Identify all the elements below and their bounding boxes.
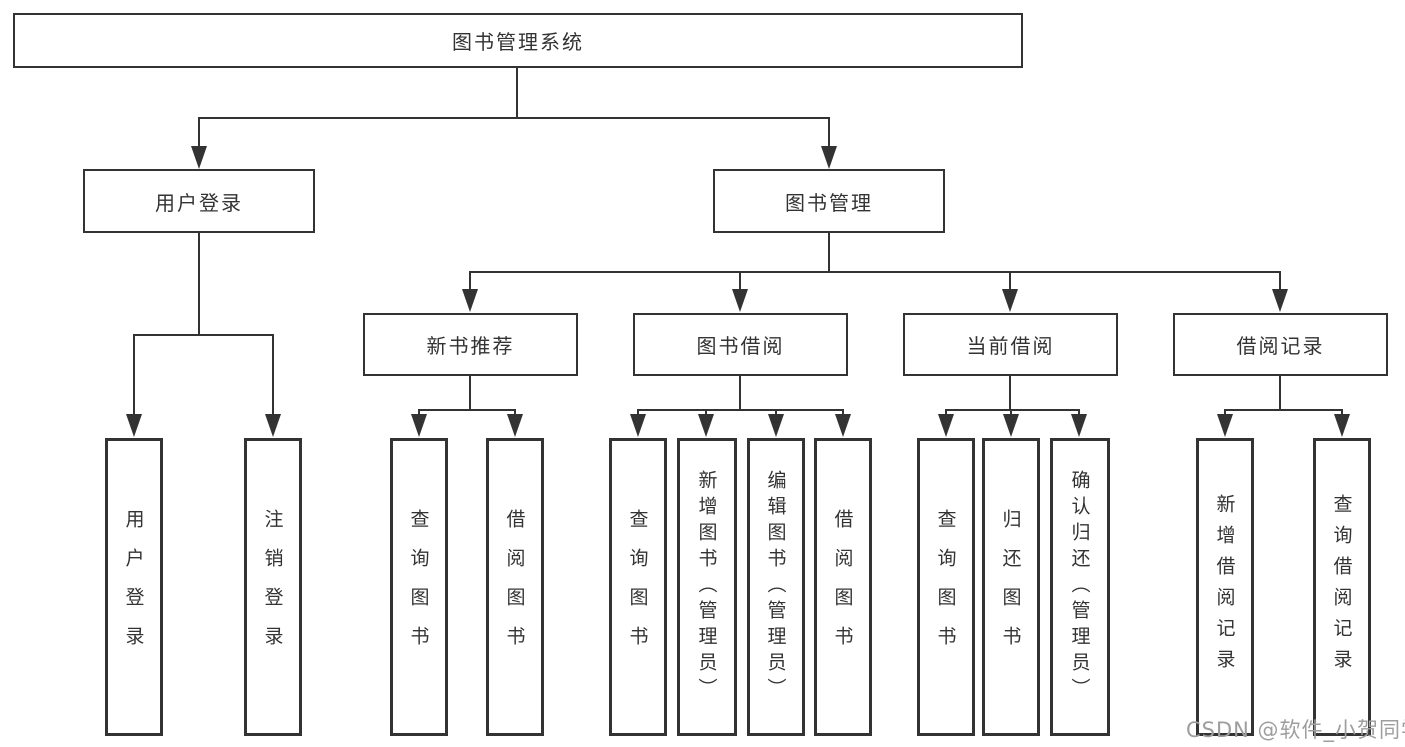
connector [272, 335, 274, 415]
node-root: 图书管理系统 [13, 13, 1023, 68]
leaf-add-book-admin: 新增图书（管理员） [677, 438, 737, 736]
connector [514, 410, 516, 416]
arrowhead [1003, 414, 1019, 437]
connector [198, 118, 200, 148]
leaf-query-books-current: 查询图书 [917, 438, 975, 736]
arrowhead [1071, 414, 1087, 437]
connector [1279, 272, 1281, 292]
connector [516, 68, 518, 118]
leaf-query-borrow-record: 查询借阅记录 [1313, 438, 1371, 736]
connector [469, 376, 471, 411]
arrowhead [126, 414, 142, 437]
node-user-login: 用户登录 [83, 169, 315, 233]
connector [705, 410, 707, 416]
arrowhead [265, 414, 281, 437]
leaf-confirm-return-admin: 确认归还（管理员） [1050, 438, 1110, 736]
connector [1010, 410, 1012, 416]
arrowhead [1217, 414, 1233, 437]
leaf-logout: 注销登录 [244, 438, 302, 736]
connector [1009, 272, 1011, 292]
arrowhead [768, 414, 784, 437]
arrowhead [732, 289, 748, 312]
node-book-borrowing: 图书借阅 [633, 313, 848, 376]
arrowhead [191, 146, 207, 169]
leaf-return-book: 归还图书 [982, 438, 1040, 736]
connector [1279, 376, 1281, 411]
connector [1009, 376, 1011, 411]
connector [828, 118, 830, 148]
connector [198, 117, 830, 119]
connector [842, 410, 844, 416]
connector [637, 409, 844, 411]
connector [828, 233, 830, 272]
arrowhead [835, 414, 851, 437]
connector [1224, 410, 1226, 416]
connector [418, 409, 516, 411]
node-borrowing-records: 借阅记录 [1173, 313, 1388, 376]
leaf-user-login: 用户登录 [105, 438, 163, 736]
arrowhead [462, 289, 478, 312]
arrowhead [630, 414, 646, 437]
watermark: CSDN @软件_小贺同学 [1186, 718, 1405, 742]
connector [469, 271, 1281, 273]
arrowhead [821, 146, 837, 169]
arrowhead [507, 414, 523, 437]
connector [469, 272, 471, 292]
connector [945, 410, 947, 416]
leaf-query-books-borrowing: 查询图书 [609, 438, 667, 736]
arrowhead [938, 414, 954, 437]
arrowhead [1272, 289, 1288, 312]
node-current-borrowing: 当前借阅 [903, 313, 1118, 376]
leaf-query-books-recommend: 查询图书 [390, 438, 448, 736]
arrowhead [411, 414, 427, 437]
node-new-book-recommendation: 新书推荐 [363, 313, 578, 376]
leaf-edit-book-admin: 编辑图书（管理员） [747, 438, 805, 736]
connector [133, 334, 274, 336]
leaf-borrow-books-borrowing: 借阅图书 [814, 438, 872, 736]
arrowhead [698, 414, 714, 437]
connector [1224, 409, 1343, 411]
connector [945, 409, 1080, 411]
leaf-add-borrow-record: 新增借阅记录 [1196, 438, 1254, 736]
arrowhead [1002, 289, 1018, 312]
connector [418, 410, 420, 416]
arrowhead [1334, 414, 1350, 437]
connector [1341, 410, 1343, 416]
connector [775, 410, 777, 416]
connector [637, 410, 639, 416]
connector [133, 335, 135, 415]
node-book-management: 图书管理 [713, 169, 945, 233]
connector [739, 376, 741, 411]
connector [198, 233, 200, 335]
connector [1078, 410, 1080, 416]
leaf-borrow-books-recommend: 借阅图书 [486, 438, 544, 736]
connector [739, 272, 741, 292]
